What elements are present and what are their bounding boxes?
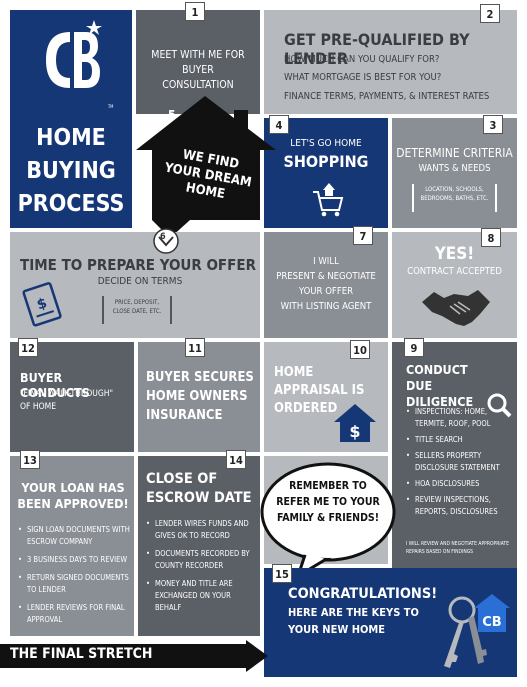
step-15-sub-1: HERE ARE THE KEYS TO (288, 606, 419, 619)
step-5-house: WE FIND YOUR DREAM HOME (130, 92, 280, 242)
bubble-text: REMEMBER TO REFER ME TO YOUR FAMILY & FR… (276, 480, 380, 524)
step-12-sub: "FINAL WALK-THROUGH" OF HOME (20, 389, 114, 412)
step-3-sub: WANTS & NEEDS (418, 163, 491, 174)
step-3-detail: LOCATION, SCHOOLS, BEDROOMS, BATHS, ETC. (420, 186, 489, 202)
step-14-number: 14 (226, 450, 246, 469)
step-3-number: 3 (483, 115, 503, 134)
step-11-title: BUYER SECURES HOME OWNERS INSURANCE (146, 370, 254, 423)
step-13-list: SIGN LOAN DOCUMENTS WITH ESCROW COMPANY … (18, 524, 132, 632)
step-10-tile: HOME APPRAISAL IS ORDERED $ (264, 342, 388, 452)
final-stretch-arrow: THE FINAL STRETCH (0, 640, 272, 672)
step-3-title: DETERMINE CRITERIA (396, 146, 513, 160)
step-7-line-1: I WILL (313, 256, 339, 267)
step-2-tile: GET PRE-QUALIFIED BY LENDER HOW MUCH CAN… (264, 10, 517, 114)
step-10-number: 10 (350, 340, 370, 359)
step-15-number: 15 (272, 564, 292, 583)
step-9-list: INSPECTIONS: HOME, TERMITE, ROOF, POOL T… (406, 406, 514, 522)
step-6-arrow-badge: 6 (153, 228, 179, 254)
step-8-number: 8 (481, 228, 501, 247)
list-item: 3 BUSINESS DAYS TO REVIEW (18, 554, 132, 566)
step-8-sub: CONTRACT ACCEPTED (407, 266, 502, 277)
step-8-title: YES! (434, 244, 475, 264)
step-8-tile: YES! CONTRACT ACCEPTED (392, 232, 517, 338)
svg-text:$: $ (349, 422, 360, 441)
step-14-title: CLOSE OF ESCROW DATE (146, 471, 252, 506)
list-item: INSPECTIONS: HOME, TERMITE, ROOF, POOL (406, 406, 514, 430)
step-6-title: TIME TO PREPARE YOUR OFFER (20, 256, 256, 274)
handshake-icon (420, 286, 492, 330)
list-item: SIGN LOAN DOCUMENTS WITH ESCROW COMPANY (18, 524, 132, 548)
title-line-1: HOME (36, 125, 106, 151)
tm-mark: TM (108, 104, 114, 109)
list-item: TITLE SEARCH (406, 434, 514, 446)
step-10-title: HOME APPRAISAL IS ORDERED (274, 365, 365, 416)
step-12-number: 12 (18, 338, 38, 357)
step-2-line-1: HOW MUCH CAN YOU QUALIFY FOR? (284, 54, 440, 65)
step-4-line-1: LET'S GO HOME (290, 138, 362, 149)
step-6-sub: DECIDE ON TERMS (97, 276, 183, 287)
list-item: LENDER WIRES FUNDS AND GIVES OK TO RECOR… (146, 518, 258, 542)
list-item: REVIEW INSPECTIONS, REPORTS, DISCLOSURES (406, 494, 514, 518)
step-2-number: 2 (480, 4, 500, 23)
step-4-line-2: SHOPPING (283, 152, 369, 171)
step-1-tile: MEET WITH ME FOR BUYER CONSULTATION (136, 10, 260, 114)
step-13-tile: YOUR LOAN HAS BEEN APPROVED! SIGN LOAN D… (10, 456, 134, 636)
svg-text:$: $ (35, 295, 49, 313)
list-item: RETURN SIGNED DOCUMENTS TO LENDER (18, 572, 132, 596)
step-9-number: 9 (404, 338, 424, 357)
step-4-number: 4 (269, 115, 289, 134)
list-item: HOA DISCLOSURES (406, 478, 514, 490)
house-keys-icon: CB (414, 586, 514, 672)
step-12-tile: BUYER CONDUCTS "FINAL WALK-THROUGH" OF H… (10, 342, 134, 452)
step-1-number: 1 (185, 2, 205, 21)
final-stretch-label: THE FINAL STRETCH (10, 646, 153, 662)
step-7-tile: I WILL PRESENT & NEGOTIATE YOUR OFFER WI… (264, 232, 388, 338)
step-7-line-2: PRESENT & NEGOTIATE (276, 271, 376, 282)
step-13-number: 13 (20, 450, 40, 469)
step-14-list: LENDER WIRES FUNDS AND GIVES OK TO RECOR… (146, 518, 258, 620)
step-11-number: 11 (185, 338, 205, 357)
step-7-line-4: WITH LISTING AGENT (280, 301, 372, 312)
title-line-3: PROCESS (17, 191, 125, 217)
coldwell-banker-logo (36, 18, 106, 110)
step-15-sub-2: YOUR NEW HOME (288, 623, 385, 636)
shopping-cart-icon (311, 178, 345, 218)
step-2-line-3: FINANCE TERMS, PAYMENTS, & INTEREST RATE… (284, 91, 490, 102)
list-item: DOCUMENTS RECORDED BY COUNTY RECORDER (146, 548, 258, 572)
step-15-tile: CONGRATULATIONS! HERE ARE THE KEYS TO YO… (264, 568, 517, 677)
list-item: SELLERS PROPERTY DISCLOSURE STATEMENT (406, 450, 514, 474)
step-9-tile: CONDUCT DUE DILIGENCE INSPECTIONS: HOME,… (392, 342, 517, 568)
step-1-text: MEET WITH ME FOR BUYER CONSULTATION (151, 49, 245, 91)
step-9-title: CONDUCT DUE DILIGENCE (406, 362, 474, 409)
list-item: MONEY AND TITLE ARE EXCHANGED ON YOUR BE… (146, 578, 258, 614)
step-14-tile: CLOSE OF ESCROW DATE LENDER WIRES FUNDS … (138, 456, 260, 636)
house-dollar-icon: $ (332, 402, 378, 444)
document-dollar-icon: $ (20, 280, 66, 328)
step-7-number: 7 (353, 226, 373, 245)
step-6-tile: TIME TO PREPARE YOUR OFFER DECIDE ON TER… (10, 232, 260, 338)
step-6-detail: PRICE, DEPOSIT, CLOSE DATE, ETC. (112, 299, 162, 315)
step-6-detail-bracket: PRICE, DEPOSIT, CLOSE DATE, ETC. (102, 296, 172, 324)
step-9-note: I WILL REVIEW AND NEGOTIATE APPROPRIATE … (406, 541, 510, 555)
step-6-number: 6 (160, 232, 166, 242)
referral-speech-bubble: REMEMBER TO REFER ME TO YOUR FAMILY & FR… (258, 460, 398, 580)
step-3-detail-bracket: LOCATION, SCHOOLS, BEDROOMS, BATHS, ETC. (412, 184, 497, 212)
step-2-title: GET PRE-QUALIFIED BY LENDER (284, 30, 470, 68)
list-item: LENDER REVIEWS FOR FINAL APPROVAL (18, 602, 132, 626)
brand-tile: TM HOME BUYING PROCESS (10, 10, 132, 228)
step-2-line-2: WHAT MORTGAGE IS BEST FOR YOU? (284, 72, 442, 83)
step-11-tile: BUYER SECURES HOME OWNERS INSURANCE (138, 342, 260, 452)
step-7-line-3: YOUR OFFER (298, 286, 354, 297)
title-line-2: BUYING (26, 158, 116, 184)
step-3-tile: DETERMINE CRITERIA WANTS & NEEDS LOCATIO… (392, 118, 517, 228)
step-13-title: YOUR LOAN HAS BEEN APPROVED! (17, 480, 129, 511)
step-5-number: 5 (168, 108, 176, 122)
svg-text:CB: CB (482, 615, 501, 630)
step-15-title: CONGRATULATIONS! (288, 586, 438, 602)
step-4-tile: LET'S GO HOME SHOPPING (264, 118, 388, 228)
step-12-title: BUYER CONDUCTS (20, 370, 90, 400)
